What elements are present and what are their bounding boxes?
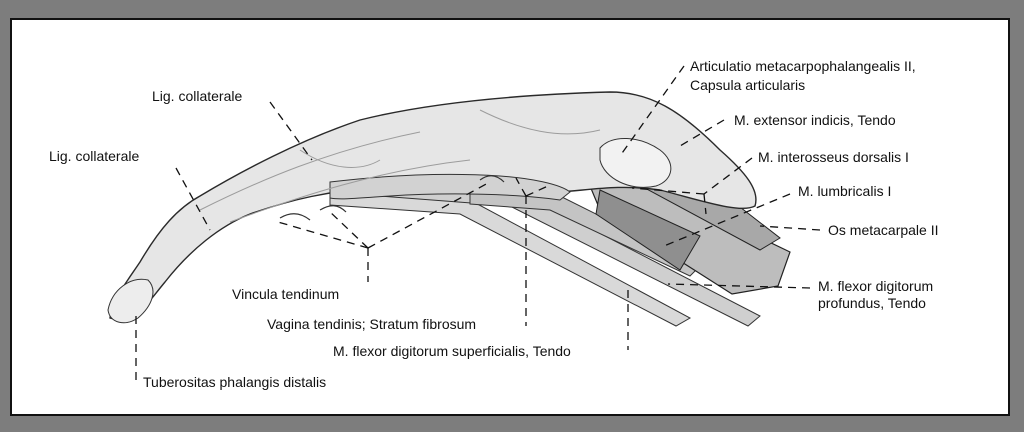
joint-capsule (599, 137, 672, 188)
label-tuberositas: Tuberositas phalangis distalis (143, 374, 326, 390)
label-os-metacarpale: Os metacarpale II (828, 222, 939, 238)
label-interosseus: M. interosseus dorsalis I (758, 149, 909, 165)
label-articulatio-line2: Capsula articularis (690, 77, 805, 93)
label-vagina: Vagina tendinis; Stratum fibrosum (267, 316, 476, 332)
label-lumbricalis: M. lumbricalis I (798, 183, 891, 199)
label-flexor-profundus-line2: profundus, Tendo (818, 295, 926, 311)
label-flexor-superficialis: M. flexor digitorum superficialis, Tendo (333, 343, 571, 359)
label-vincula: Vincula tendinum (232, 286, 339, 302)
vinculum-3 (479, 175, 505, 183)
metacarpal-cut-face (595, 189, 701, 271)
vinculum-2 (319, 205, 347, 213)
finger-illustration (107, 91, 791, 327)
label-lig-collaterale-upper: Lig. collaterale (152, 88, 242, 104)
fingertip (107, 278, 154, 324)
label-lig-collaterale-lower: Lig. collaterale (49, 148, 139, 164)
label-flexor-profundus-line1: M. flexor digitorum (818, 278, 933, 294)
labels: Lig. collaterale Lig. collaterale Articu… (49, 58, 939, 390)
label-articulatio-line1: Articulatio metacarpophalangealis II, (690, 58, 916, 74)
leader-lines (135, 65, 821, 380)
label-extensor-indicis: M. extensor indicis, Tendo (734, 112, 896, 128)
vinculum-1 (279, 213, 311, 221)
tendon-sheath (329, 173, 571, 201)
